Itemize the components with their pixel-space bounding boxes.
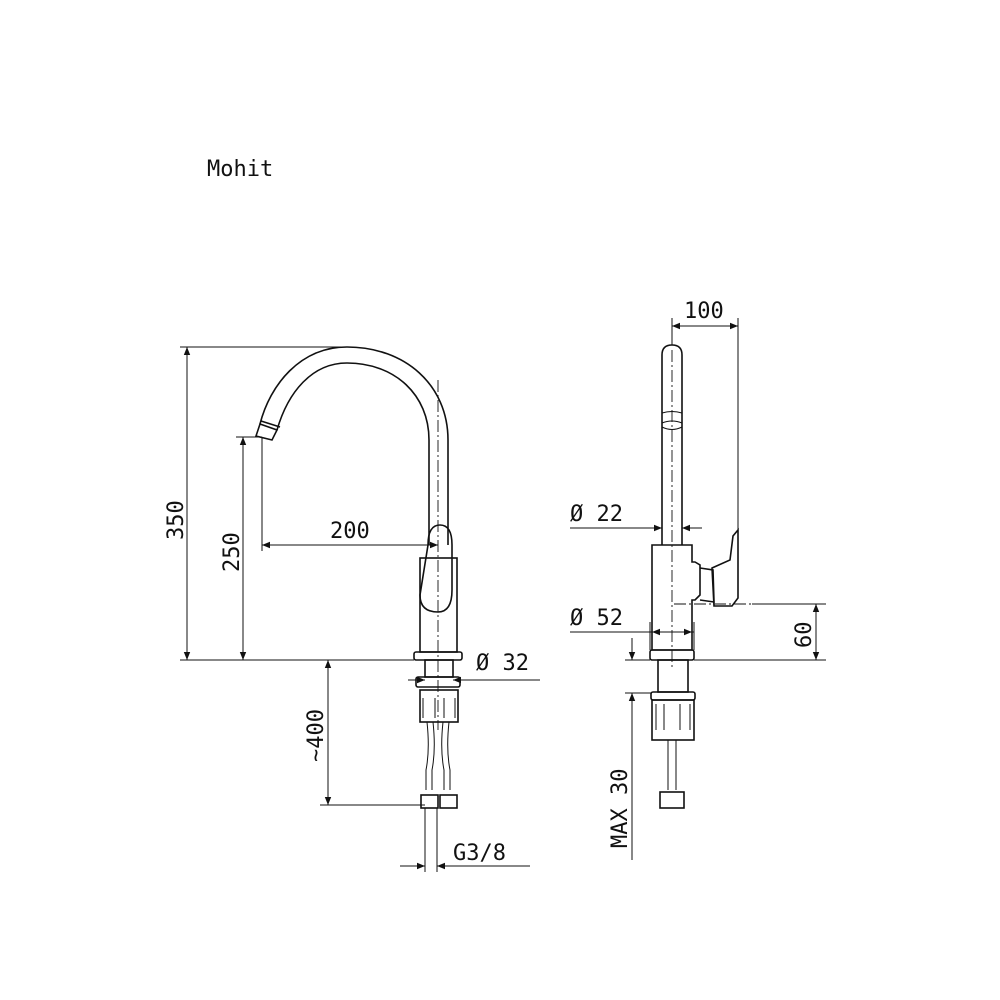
dim-400: ~400 (304, 709, 329, 762)
side-handle-lever (711, 527, 739, 607)
dim-200: 200 (330, 519, 370, 544)
front-view-faucet (254, 346, 463, 872)
side-mounting-nut (651, 699, 695, 741)
connector-right (439, 794, 458, 809)
side-shank (657, 659, 689, 693)
spout-inner (276, 362, 430, 545)
side-connector (659, 791, 685, 809)
dim-60: 60 (792, 622, 817, 649)
dim-g38: G3/8 (453, 841, 506, 866)
drawing-title: Mohit (207, 157, 273, 182)
dim-250: 250 (220, 532, 245, 572)
connector-left (420, 794, 439, 809)
mounting-nut (419, 689, 459, 723)
hose-left (425, 721, 435, 790)
side-nut-ring (650, 691, 696, 701)
dim-diameter-22: Ø 22 (570, 502, 623, 527)
dim-diameter-32: Ø 32 (476, 651, 529, 676)
hose-right (441, 721, 451, 790)
dim-100: 100 (684, 299, 724, 324)
handle-lever (419, 524, 453, 613)
spout-outer (259, 346, 449, 545)
side-view-faucet (649, 344, 752, 809)
shank (424, 659, 454, 678)
side-dimensions: 100 Ø 22 Ø 52 60 MAX 30 (570, 299, 826, 860)
side-hose (667, 740, 677, 790)
dim-max-30: MAX 30 (608, 769, 633, 848)
dim-350: 350 (164, 500, 189, 540)
front-dimensions: 350 250 200 Ø 32 ~400 G3/8 (164, 346, 540, 870)
side-body (651, 544, 701, 651)
dim-diameter-52: Ø 52 (570, 606, 623, 631)
aerator (254, 422, 279, 441)
